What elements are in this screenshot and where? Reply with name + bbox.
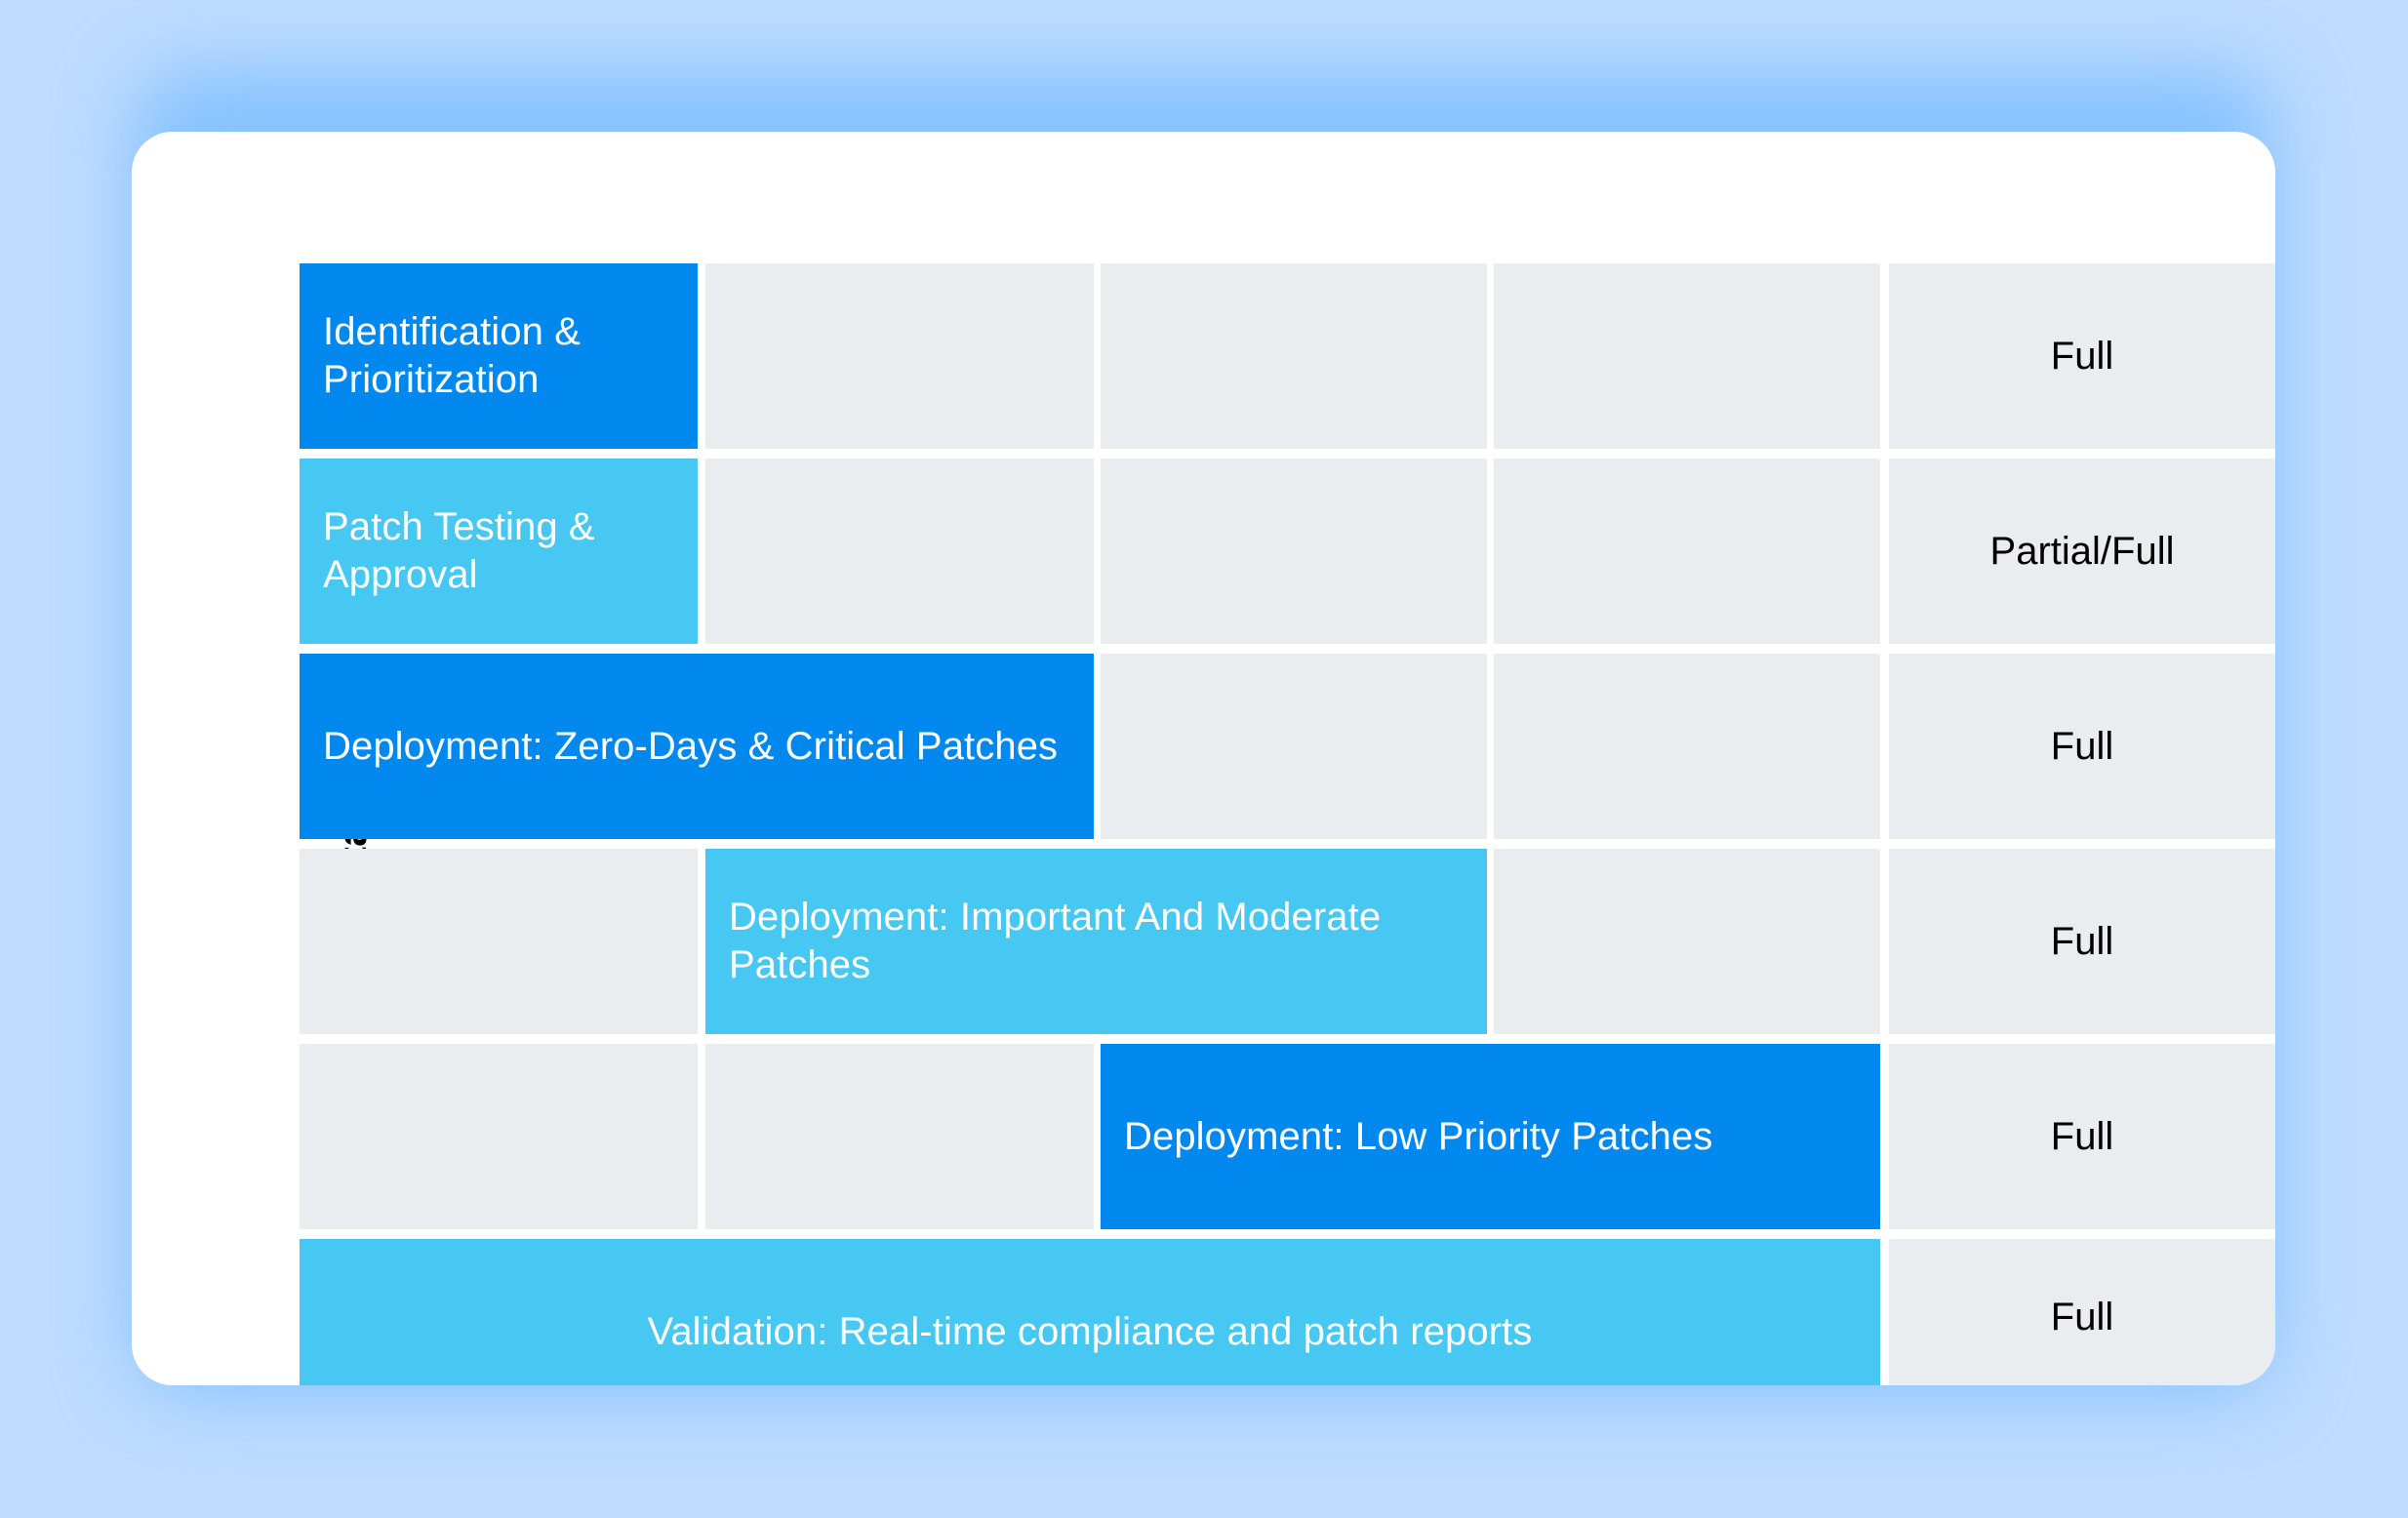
grid-cell-r5c2 — [705, 1044, 1094, 1229]
grid-cell-r6c5 — [1889, 1239, 2275, 1385]
automation-value-row-1: Full — [2050, 334, 2114, 378]
grid-cell-r5c5 — [1889, 1044, 2275, 1229]
grid-cell-r4c4 — [1494, 849, 1880, 1034]
grid-cell-r4c1 — [300, 849, 698, 1034]
grid-cell-r3c4 — [1494, 654, 1880, 839]
grid-cell-r5c1 — [300, 1044, 698, 1229]
gantt-bar-label: Deployment: Zero-Days & Critical Patches — [323, 724, 1059, 768]
gantt-bar-identification-prioritization[interactable]: Identification & Prioritization — [300, 263, 698, 449]
gantt-bar-patch-testing-approval[interactable]: Patch Testing & Approval — [300, 459, 698, 644]
gantt-bar-deployment-low-priority[interactable]: Deployment: Low Priority Patches — [1101, 1044, 1880, 1229]
gantt-bar-label: Identification & Prioritization — [323, 310, 581, 401]
grid-cell-r1c5 — [1889, 263, 2275, 449]
grid-cell-r2c4 — [1494, 459, 1880, 644]
automation-value-row-6: Full — [2050, 1295, 2114, 1338]
grid-cell-r3c5 — [1889, 654, 2275, 839]
grid-cell-r1c4 — [1494, 263, 1880, 449]
grid-cell-r2c5 — [1889, 459, 2275, 644]
gantt-bar-label: Patch Testing & Approval — [323, 505, 595, 596]
grid-cell-r2c2 — [705, 459, 1094, 644]
gantt-bar-label: Validation: Real-time compliance and pat… — [647, 1309, 1533, 1353]
gantt-bar-deployment-important-moderate[interactable]: Deployment: Important And Moderate Patch… — [705, 849, 1487, 1034]
grid-cell-r1c2 — [705, 263, 1094, 449]
gantt-bar-label: Deployment: Low Priority Patches — [1124, 1114, 1713, 1158]
gantt-bar-deployment-zero-days-critical[interactable]: Deployment: Zero-Days & Critical Patches — [300, 654, 1094, 839]
gantt-card: Stage Week 1 Week 2 Week 3 Week 4 Automa… — [132, 132, 2275, 1385]
grid-cell-r3c3 — [1101, 654, 1487, 839]
automation-value-row-4: Full — [2050, 919, 2114, 963]
gantt-bar-label: Deployment: Important And Moderate Patch… — [729, 896, 1382, 986]
grid-cell-r1c3 — [1101, 263, 1487, 449]
grid-cell-r4c5 — [1889, 849, 2275, 1034]
automation-value-row-3: Full — [2050, 724, 2114, 768]
grid-cell-r2c3 — [1101, 459, 1487, 644]
automation-value-row-5: Full — [2050, 1114, 2114, 1158]
automation-value-row-2: Partial/Full — [1989, 529, 2175, 573]
gantt-bar-validation[interactable]: Validation: Real-time compliance and pat… — [300, 1239, 1880, 1385]
